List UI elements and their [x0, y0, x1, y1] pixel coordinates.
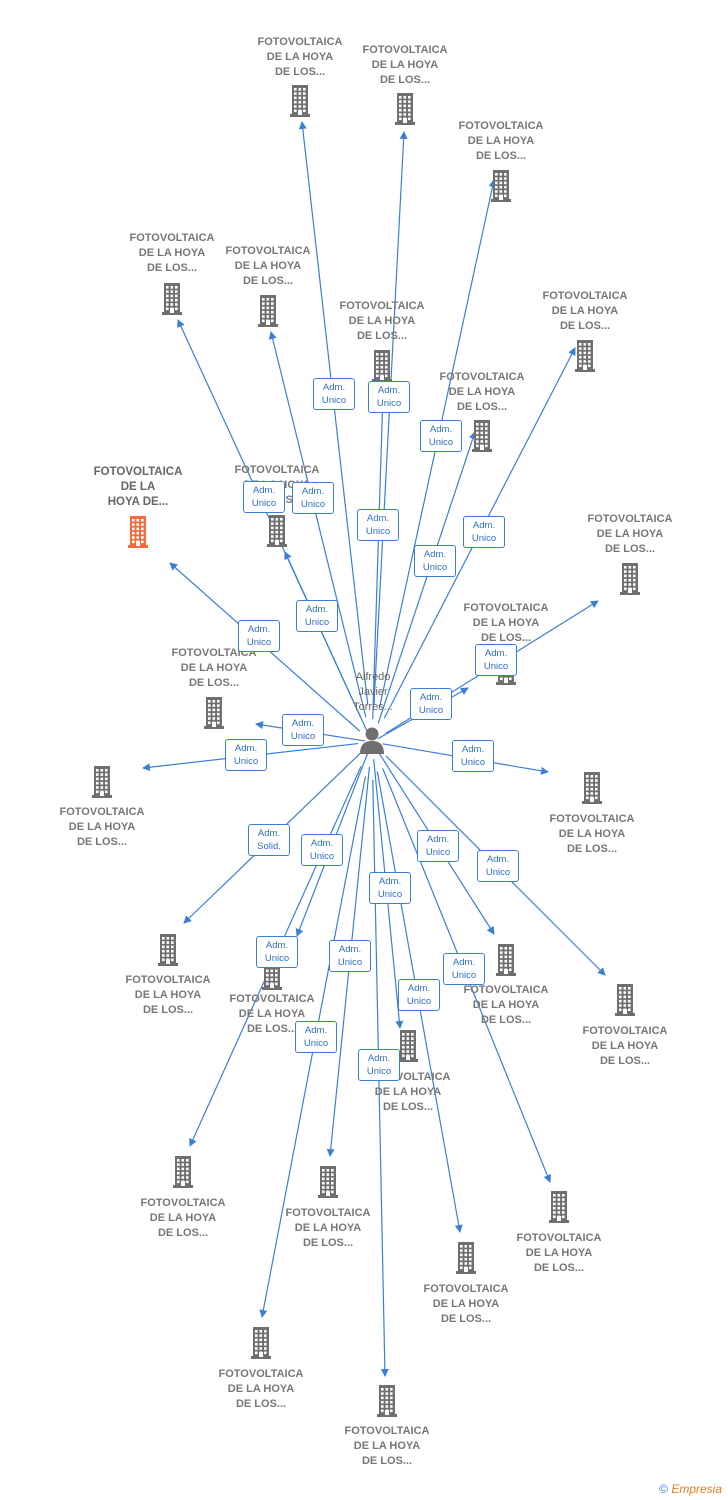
company-label[interactable]: FOTOVOLTAICA DE LA HOYA DE LOS...	[587, 513, 673, 555]
relationship-edge	[284, 551, 368, 731]
building-icon[interactable]	[549, 1191, 569, 1223]
edge-role-label: Adm. Unico	[417, 830, 459, 862]
relationship-edge	[377, 431, 477, 724]
relationship-edge	[298, 121, 369, 705]
building-icon[interactable]	[204, 697, 224, 729]
building-icon[interactable]	[398, 1030, 418, 1062]
edge-role-label: Adm. Unico	[238, 620, 280, 652]
company-label[interactable]: FOTOVOLTAICA DE LA HOYA DE LOS...	[362, 44, 448, 86]
edge-role-label: Adm. Unico	[475, 644, 517, 676]
edge-role-label: Adm. Unico	[296, 600, 338, 632]
building-icon[interactable]	[92, 766, 112, 798]
edge-role-label: Adm. Unico	[398, 979, 440, 1011]
company-label[interactable]: FOTOVOLTAICA DE LA HOYA DE LOS...	[59, 806, 145, 848]
company-label[interactable]: FOTOVOLTAICA DE LA HOYA DE LOS...	[171, 647, 257, 689]
company-label[interactable]: FOTOVOLTAICA DE LA HOYA DE LOS...	[229, 993, 315, 1035]
edge-role-label: Adm. Unico	[443, 953, 485, 985]
edge-role-label: Adm. Unico	[368, 381, 410, 413]
building-icon[interactable]	[377, 1385, 397, 1417]
edge-role-label: Adm. Unico	[463, 516, 505, 548]
edge-role-label: Adm. Unico	[414, 545, 456, 577]
company-label[interactable]: FOTOVOLTAICA DE LA HOYA DE LOS...	[125, 974, 211, 1016]
company-label[interactable]: FOTOVOLTAICA DE LA HOYA DE LOS...	[463, 602, 549, 644]
company-label[interactable]: FOTOVOLTAICA DE LA HOYA DE LOS...	[257, 36, 343, 78]
building-icon[interactable]	[395, 93, 415, 125]
person-icon[interactable]	[358, 726, 386, 759]
building-icon[interactable]	[162, 283, 182, 315]
company-label[interactable]: FOTOVOLTAICA DE LA HOYA DE LOS...	[344, 1425, 430, 1467]
center-person-name[interactable]: Alfredo Javier Torres...	[353, 671, 393, 713]
edge-role-label: Adm. Unico	[477, 850, 519, 882]
building-icon[interactable]	[173, 1156, 193, 1188]
company-label[interactable]: FOTOVOLTAICA DE LA HOYA DE LOS...	[516, 1232, 602, 1274]
company-label[interactable]: FOTOVOLTAICA DE LA HOYA DE LOS...	[140, 1197, 226, 1239]
company-label[interactable]: FOTOVOLTAICA DE LA HOYA DE LOS...	[423, 1283, 509, 1325]
building-icon[interactable]	[290, 85, 310, 117]
company-label[interactable]: FOTOVOLTAICA DE LA HOYA DE LOS...	[285, 1207, 371, 1249]
building-icon[interactable]	[318, 1166, 338, 1198]
edge-role-label: Adm. Unico	[369, 872, 411, 904]
building-icon[interactable]	[258, 295, 278, 327]
edge-role-label: Adm. Unico	[420, 420, 462, 452]
edge-role-label: Adm. Unico	[358, 1049, 400, 1081]
edge-role-label: Adm. Unico	[329, 940, 371, 972]
building-icon[interactable]	[251, 1327, 271, 1359]
building-icon[interactable]	[128, 516, 148, 548]
building-icon[interactable]	[582, 772, 602, 804]
company-label[interactable]: FOTOVOLTAICA DE LA HOYA DE LOS...	[129, 232, 215, 274]
relationship-edge	[373, 131, 408, 706]
edge-role-label: Adm. Unico	[301, 834, 343, 866]
building-icon[interactable]	[267, 515, 287, 547]
building-icon[interactable]	[456, 1242, 476, 1274]
edge-role-label: Adm. Unico	[282, 714, 324, 746]
edge-role-label: Adm. Unico	[243, 481, 285, 513]
edge-role-label: Adm. Unico	[225, 739, 267, 771]
building-icon[interactable]	[158, 934, 178, 966]
edge-role-label: Adm. Unico	[295, 1021, 337, 1053]
building-icon[interactable]	[575, 340, 595, 372]
relationship-edge	[268, 331, 367, 718]
edge-role-label: Adm. Unico	[452, 740, 494, 772]
company-label[interactable]: FOTOVOLTAICA DE LA HOYA DE LOS...	[218, 1368, 304, 1410]
company-label[interactable]: FOTOVOLTAICA DE LA HOYA DE LOS...	[542, 290, 628, 332]
company-label[interactable]: FOTOVOLTAICA DE LA HOYA DE LOS...	[582, 1025, 668, 1067]
footer-brand: © Empresia	[659, 1482, 722, 1496]
edge-role-label: Adm. Unico	[256, 936, 298, 968]
company-label[interactable]: FOTOVOLTAICA DE LA HOYA DE LOS...	[439, 371, 525, 413]
company-label[interactable]: FOTOVOLTAICA DE LA HOYA DE LOS...	[339, 300, 425, 342]
company-label[interactable]: FOTOVOLTAICA DE LA HOYA DE LOS...	[549, 813, 635, 855]
edge-role-label: Adm. Unico	[357, 509, 399, 541]
building-icon[interactable]	[615, 984, 635, 1016]
company-label[interactable]: FOTOVOLTAICA DE LA HOYA DE LOS...	[225, 245, 311, 287]
building-icon[interactable]	[472, 420, 492, 452]
building-icon[interactable]	[372, 350, 392, 382]
building-icon[interactable]	[496, 944, 516, 976]
company-label[interactable]: FOTOVOLTAICA DE LA HOYA DE LOS...	[458, 120, 544, 162]
building-icon[interactable]	[620, 563, 640, 595]
brand-name[interactable]: Empresia	[671, 1482, 722, 1496]
building-icon[interactable]	[491, 170, 511, 202]
company-label[interactable]: FOTOVOLTAICA DE LA HOYA DE LOS...	[463, 984, 549, 1026]
copyright-symbol: ©	[659, 1482, 668, 1496]
edge-role-label: Adm. Unico	[410, 688, 452, 720]
edge-role-label: Adm. Unico	[313, 378, 355, 410]
edge-role-label: Adm. Solid.	[248, 824, 290, 856]
company-label[interactable]: FOTOVOLTAICA DE LA HOYA DE...	[93, 466, 183, 508]
edge-role-label: Adm. Unico	[292, 482, 334, 514]
